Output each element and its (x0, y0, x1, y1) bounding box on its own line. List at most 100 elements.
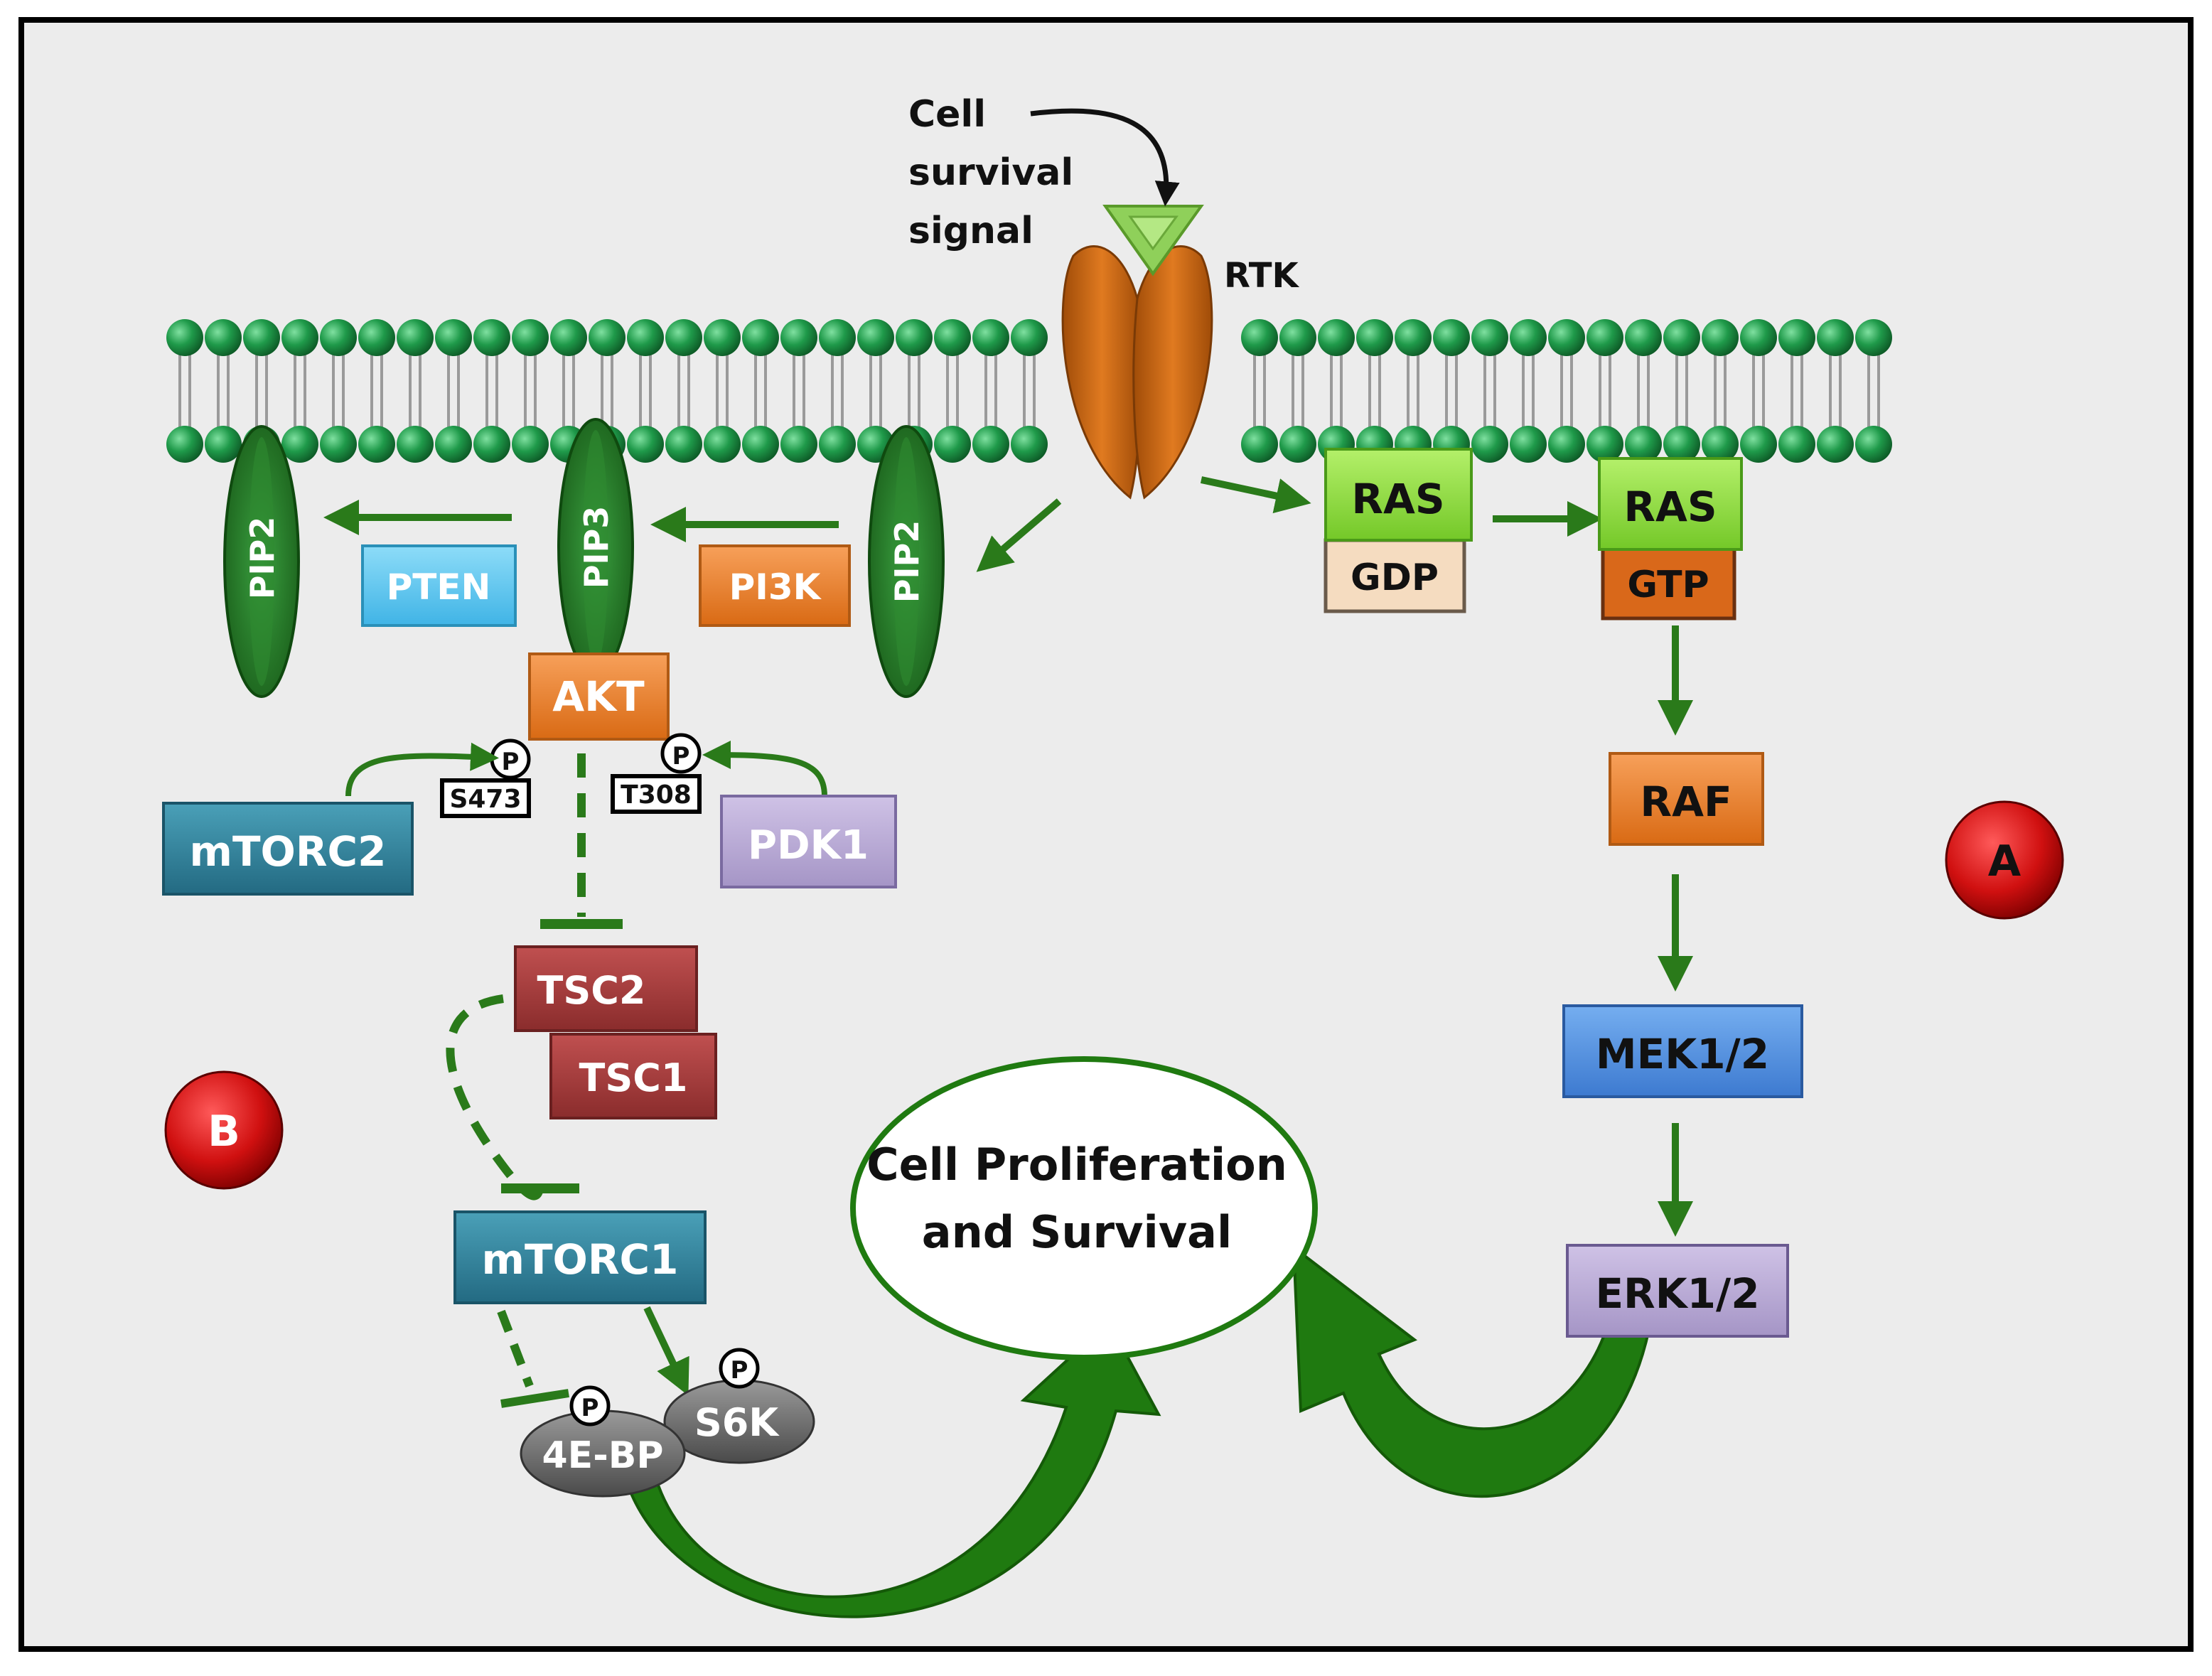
erk-to-proliferation-arrow (1292, 1244, 1651, 1498)
lipid-tail (1330, 350, 1343, 431)
outcome-line-1: Cell Proliferation (866, 1139, 1287, 1191)
four-e-bp-oval: 4E-BP (520, 1409, 686, 1498)
lipid-head (512, 319, 549, 356)
lipid-tail (1829, 350, 1842, 431)
badge-a: A (1945, 800, 2064, 920)
lipid-head (972, 426, 1009, 463)
tsc2-box: TSC2 (514, 945, 698, 1032)
lipid-tail (869, 350, 882, 431)
s473-label: S473 (449, 785, 521, 814)
signal-arrow (1030, 108, 1180, 207)
lipid-tail (601, 350, 613, 431)
lipid-tail (1445, 350, 1458, 431)
lipid-head (780, 426, 817, 463)
lipid-head (934, 426, 971, 463)
s6k-oval: S6K (663, 1379, 815, 1464)
lipid-head (704, 426, 741, 463)
lipid-head (1855, 319, 1892, 356)
phospho-s6k: P (719, 1348, 760, 1389)
lipid-tail (217, 350, 230, 431)
lipid-head (627, 426, 664, 463)
lipid-head (1356, 319, 1393, 356)
lipid-head (857, 319, 894, 356)
lipid-tail (1560, 350, 1573, 431)
mtor-to-proliferation-arrow (623, 1319, 1161, 1618)
lipid-tail (677, 350, 690, 431)
lipid-head (550, 319, 587, 356)
lipid-head (1625, 319, 1662, 356)
lipid-head (665, 319, 702, 356)
lipid-tail (409, 350, 422, 431)
lipid-tail (332, 350, 345, 431)
phospho-p-s473: P (502, 748, 520, 776)
phospho-p-4ebp: P (581, 1394, 599, 1422)
rtk-to-pi3k-arrow (976, 498, 1062, 572)
lipid-tail (1599, 350, 1611, 431)
lipid-head (1241, 319, 1278, 356)
lipid-tail (908, 350, 920, 431)
lipid-head (1702, 319, 1739, 356)
mtorc1-label: mTORC1 (482, 1235, 679, 1284)
lipid-tail (178, 350, 191, 431)
phospho-4ebp: P (569, 1385, 611, 1427)
mtorc1-to-s6k-arrow (643, 1306, 689, 1396)
pi3k-label: PI3K (729, 566, 822, 608)
lipid-head (1625, 426, 1662, 463)
lipid-head (320, 319, 357, 356)
lipid-head (1241, 426, 1278, 463)
lipid-head (1279, 426, 1316, 463)
lipid-head (1279, 319, 1316, 356)
lipid-tail (1368, 350, 1381, 431)
lipid-tail (716, 350, 729, 431)
lipid-tail (1407, 350, 1419, 431)
pdk1-label: PDK1 (748, 822, 869, 869)
signal-text-2: survival (908, 151, 1073, 194)
lipid-tail (294, 350, 306, 431)
lipid-head (972, 319, 1009, 356)
mtorc2-label: mTORC2 (190, 827, 387, 876)
lipid-head (1817, 426, 1854, 463)
phospho-p-s6k: P (731, 1356, 748, 1385)
lipid-head (1011, 426, 1048, 463)
lipid-head (819, 319, 856, 356)
lipid-head (1510, 319, 1547, 356)
lipid-tail (524, 350, 537, 431)
pdk1-to-akt-arrow (702, 741, 827, 797)
lipid-head (166, 426, 203, 463)
lipid-tail (1637, 350, 1650, 431)
lipid-tail (1292, 350, 1304, 431)
signal-text-3: signal (908, 210, 1033, 252)
lipid-head (1586, 426, 1623, 463)
tsc1-box: TSC1 (549, 1033, 717, 1119)
lipid-head (1740, 319, 1777, 356)
lipid-tail (562, 350, 575, 431)
mtorc1-box: mTORC1 (453, 1210, 707, 1304)
lipid-tail (984, 350, 997, 431)
gdp-label: GDP (1351, 557, 1439, 599)
t308-label: T308 (621, 780, 692, 810)
mek-box: MEK1/2 (1562, 1004, 1803, 1098)
lipid-head (934, 319, 971, 356)
lipid-head (281, 319, 318, 356)
pten-box: PTEN (361, 544, 517, 627)
lipid-tail (447, 350, 460, 431)
tsc1-label: TSC1 (579, 1055, 688, 1100)
lipid-head (281, 426, 318, 463)
erk-box: ERK1/2 (1566, 1244, 1789, 1338)
lipid-head (397, 426, 434, 463)
pip2-left-label: PIP2 (243, 517, 281, 600)
ras-gtp-complex: GTP RAS (1598, 457, 1743, 621)
lipid-head (1586, 319, 1623, 356)
proliferation-outcome: Cell Proliferation and Survival (850, 1056, 1318, 1360)
lipid-head (1778, 426, 1815, 463)
lipid-tail (1675, 350, 1688, 431)
lipid-head (205, 319, 242, 356)
rtk-to-ras-arrow (1200, 476, 1311, 514)
four-e-bp-label: 4E-BP (542, 1434, 663, 1477)
badge-b: B (164, 1070, 284, 1190)
lipid-head (358, 319, 395, 356)
s6k-label: S6K (694, 1400, 780, 1445)
lipid-tail (946, 350, 959, 431)
pdk1-box: PDK1 (720, 795, 897, 888)
